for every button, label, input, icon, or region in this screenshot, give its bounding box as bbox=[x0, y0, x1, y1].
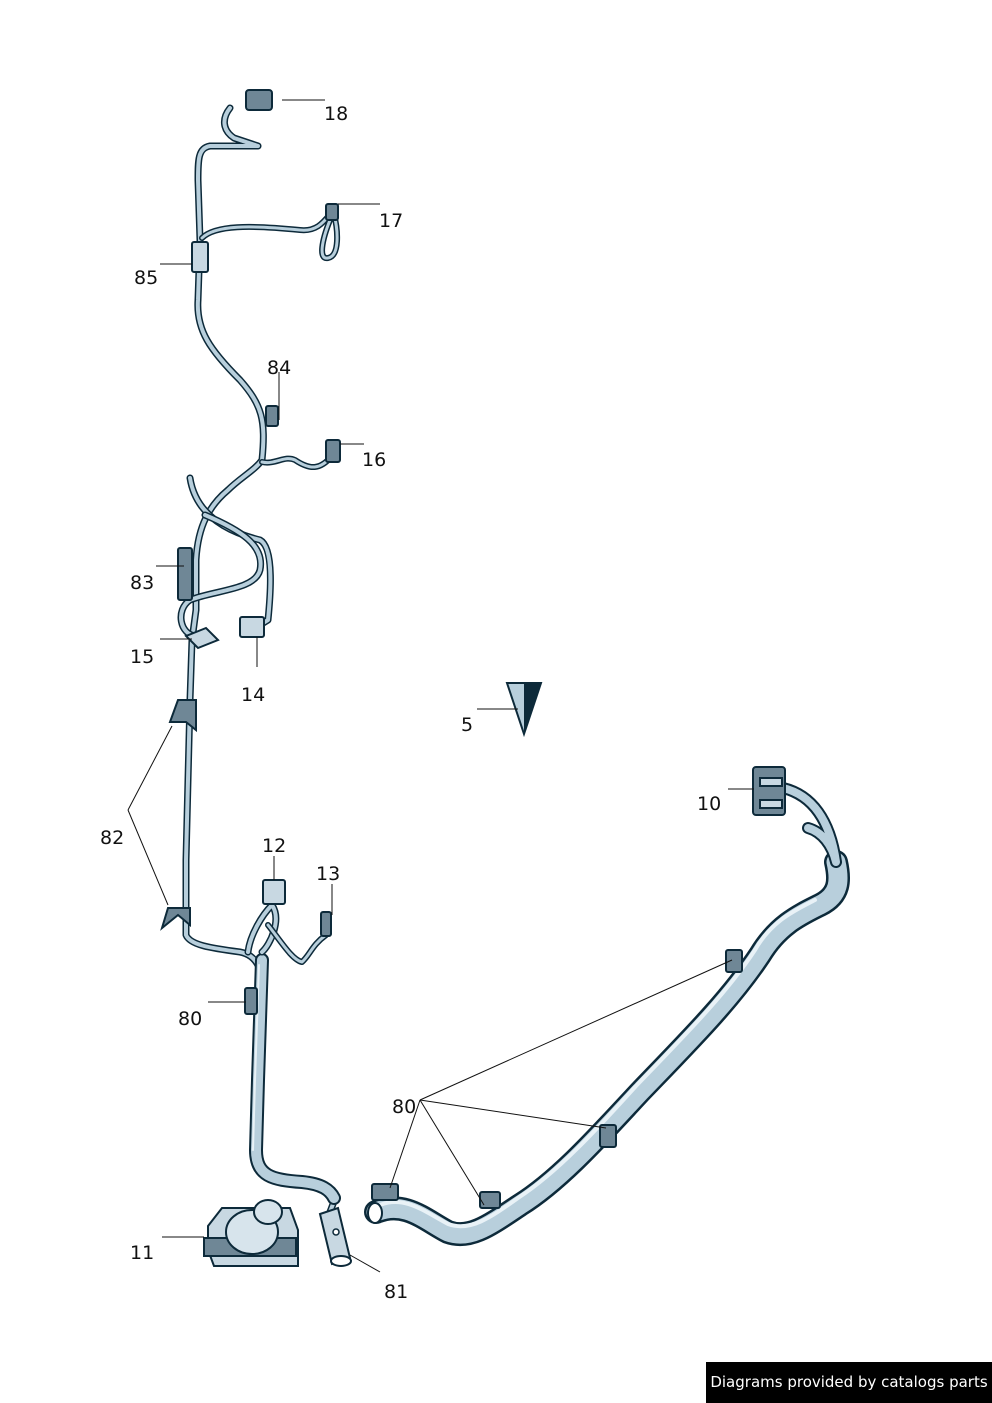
callout-85: 85 bbox=[134, 267, 158, 289]
callout-10: 10 bbox=[697, 793, 721, 815]
callout-12: 12 bbox=[262, 835, 286, 857]
callout-13: 13 bbox=[316, 863, 340, 885]
leader-lines bbox=[127, 99, 754, 1273]
callout-83: 83 bbox=[130, 572, 154, 594]
clip-15 bbox=[184, 626, 220, 650]
connector-16 bbox=[325, 439, 341, 463]
callout-15: 15 bbox=[130, 646, 154, 668]
connector-10-face2 bbox=[759, 799, 783, 809]
hose-end bbox=[367, 1202, 383, 1224]
loop-17-fill bbox=[320, 212, 339, 260]
clip-84 bbox=[265, 405, 279, 427]
callout-14: 14 bbox=[241, 684, 265, 706]
hose-outline bbox=[364, 850, 850, 1247]
clip-80-d bbox=[371, 1183, 399, 1201]
connector-18 bbox=[245, 89, 273, 111]
hose-branch-fill bbox=[779, 784, 840, 866]
harness-lower-outline bbox=[249, 953, 341, 1205]
connector-14 bbox=[239, 616, 265, 638]
callout-80-right: 80 bbox=[392, 1096, 416, 1118]
connector-10-face bbox=[759, 777, 783, 787]
callout-80-left: 80 bbox=[178, 1008, 202, 1030]
hose-fill bbox=[366, 852, 848, 1244]
callout-labels: 18 17 85 84 16 83 15 14 5 10 82 12 13 80… bbox=[100, 103, 721, 1303]
callout-5: 5 bbox=[461, 714, 473, 736]
callout-18: 18 bbox=[324, 103, 348, 125]
callout-81: 81 bbox=[384, 1281, 408, 1303]
clip-80-b bbox=[599, 1124, 617, 1148]
clip-85 bbox=[191, 241, 209, 273]
branch-14-fill bbox=[188, 476, 273, 630]
callout-82: 82 bbox=[100, 827, 124, 849]
plug-81 bbox=[318, 1206, 352, 1267]
callout-84: 84 bbox=[267, 357, 291, 379]
right-harness bbox=[364, 766, 850, 1247]
connector-17 bbox=[325, 203, 339, 221]
loop-83-fill bbox=[179, 513, 263, 638]
clip-82-upper bbox=[168, 699, 197, 733]
harness-lower-fill bbox=[251, 955, 339, 1203]
left-harness bbox=[160, 89, 352, 1267]
footer-credit: Diagrams provided by catalogs parts bbox=[706, 1362, 992, 1403]
clip-82-lower bbox=[160, 907, 191, 931]
clip-83 bbox=[177, 547, 193, 601]
direction-arrow-shade bbox=[524, 683, 541, 734]
branch-17-outline bbox=[199, 209, 335, 241]
clip-80-left bbox=[244, 987, 258, 1015]
connector-13 bbox=[320, 911, 332, 937]
branch-16-fill bbox=[260, 454, 334, 469]
callout-16: 16 bbox=[362, 449, 386, 471]
clip-80-a bbox=[725, 949, 743, 973]
branch-17-fill bbox=[200, 210, 334, 240]
callout-11: 11 bbox=[130, 1242, 154, 1264]
branch-13-fill bbox=[266, 923, 328, 964]
module-11 bbox=[203, 1199, 299, 1267]
callout-17: 17 bbox=[379, 210, 403, 232]
connector-12 bbox=[262, 879, 286, 905]
clip-80-c bbox=[479, 1191, 501, 1209]
